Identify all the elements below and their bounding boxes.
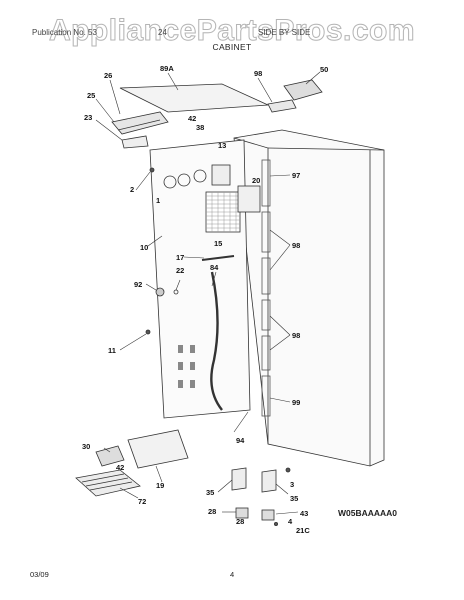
callout: 1 <box>156 196 160 205</box>
footer-page: 4 <box>230 570 235 579</box>
callout: 28 <box>208 507 216 516</box>
callout: 23 <box>84 113 92 122</box>
callout: 42 <box>116 463 124 472</box>
header-number: 24 <box>158 28 167 37</box>
callout: 15 <box>214 239 222 248</box>
watermark: AppliancePartsPros.com <box>48 14 416 48</box>
callout: 72 <box>138 497 146 506</box>
callout: 50 <box>320 65 328 74</box>
callout: 2 <box>130 185 134 194</box>
callout: 84 <box>210 263 219 272</box>
part-23 <box>121 135 149 149</box>
callout: 98 <box>292 331 300 340</box>
callout: 22 <box>176 266 184 275</box>
callout: 38 <box>196 123 204 132</box>
hinge-35 <box>231 467 247 491</box>
callout: 17 <box>176 253 184 262</box>
top-panel <box>119 83 269 113</box>
callout: 25 <box>87 91 95 100</box>
callout: 94 <box>236 436 245 445</box>
part-50 <box>283 79 323 101</box>
control-housing <box>111 111 169 135</box>
part-98-top <box>267 99 297 113</box>
callout: 98 <box>292 241 300 250</box>
grille-72 <box>75 469 141 497</box>
callout: 21C <box>296 526 310 535</box>
callout: 97 <box>292 171 300 180</box>
panel-19 <box>127 429 189 469</box>
footer-date: 03/09 <box>30 570 49 579</box>
callout: 98 <box>254 69 262 78</box>
callout: 3 <box>290 480 294 489</box>
callout: 28 <box>236 517 244 526</box>
callout: 20 <box>252 176 260 185</box>
callout: 11 <box>108 346 116 355</box>
callout: 92 <box>134 280 142 289</box>
tube-84 <box>210 271 223 411</box>
callout: 35 <box>290 494 298 503</box>
callout: 35 <box>206 488 214 497</box>
callout: 10 <box>140 243 148 252</box>
callout: 42 <box>188 114 196 123</box>
callout: 26 <box>104 71 112 80</box>
callout-labels: 89A 26 98 50 25 42 23 38 13 97 2 20 1 98… <box>82 64 328 535</box>
diagram-code: W05BAAAAA0 <box>338 508 398 518</box>
callout: 4 <box>288 517 293 526</box>
callout: 43 <box>300 509 308 518</box>
publication-label: Publication No. 53 <box>32 28 97 37</box>
callout: 13 <box>218 141 226 150</box>
callout: 30 <box>82 442 90 451</box>
section-title: CABINET <box>212 42 252 52</box>
callout: 19 <box>156 481 164 490</box>
callout: 99 <box>292 398 300 407</box>
model-type: SIDE BY SIDE <box>258 28 311 37</box>
callout: 89A <box>160 64 174 73</box>
